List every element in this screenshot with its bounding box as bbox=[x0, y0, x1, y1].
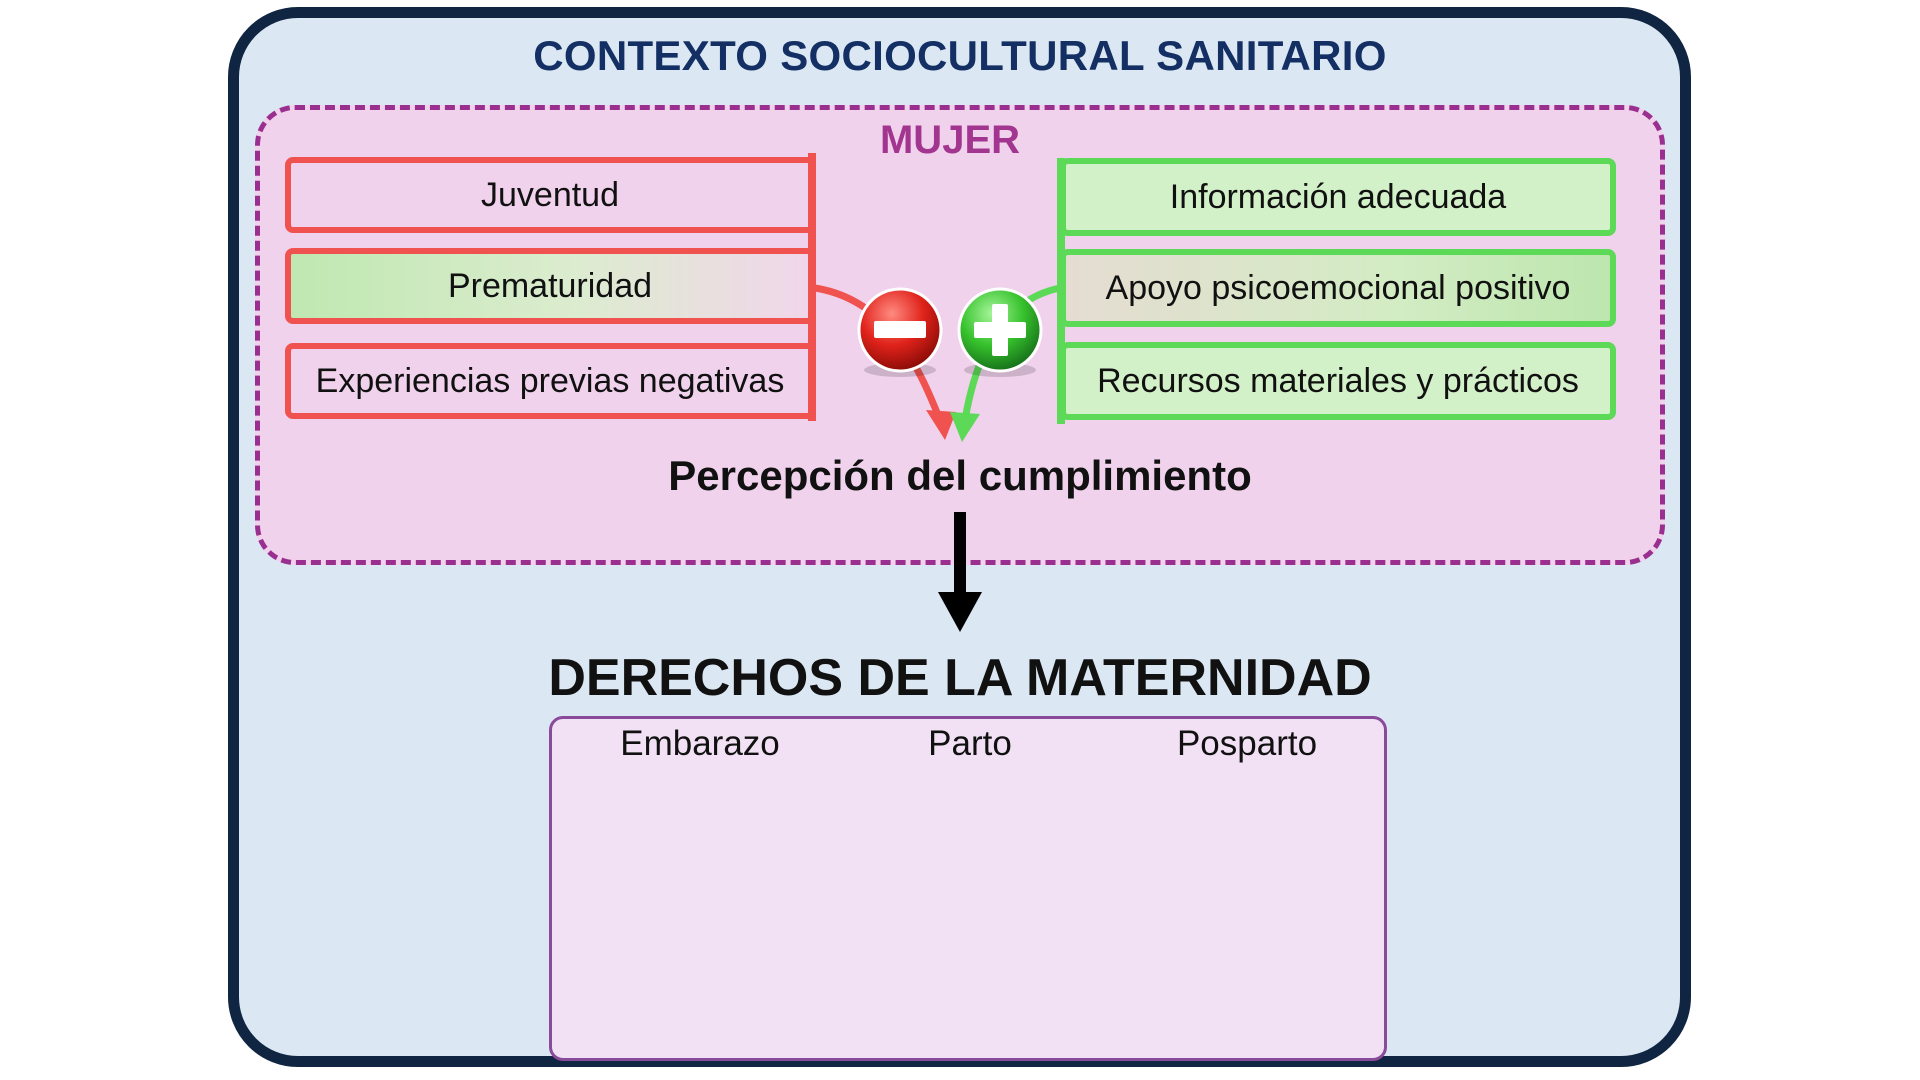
stage-parto: Parto bbox=[928, 724, 1012, 763]
rights-box bbox=[549, 716, 1387, 1061]
context-title: CONTEXTO SOCIOCULTURAL SANITARIO bbox=[533, 32, 1387, 79]
mujer-title: MUJER bbox=[879, 118, 1021, 162]
negative-factor-experiencias: Experiencias previas negativas bbox=[285, 343, 815, 419]
plus-icon bbox=[957, 287, 1043, 377]
down-arrow bbox=[938, 512, 982, 632]
negative-factor-prematuridad: Prematuridad bbox=[285, 248, 815, 324]
positive-factor-apoyo: Apoyo psicoemocional positivo bbox=[1060, 249, 1616, 327]
rights-title: DERECHOS DE LA MATERNIDAD bbox=[548, 649, 1372, 707]
perception-label: Percepción del cumplimiento bbox=[668, 452, 1252, 499]
minus-icon bbox=[857, 287, 943, 377]
negative-bracket bbox=[808, 153, 816, 421]
stage-embarazo: Embarazo bbox=[620, 724, 780, 763]
positive-factor-informacion: Información adecuada bbox=[1060, 158, 1616, 236]
positive-factor-recursos: Recursos materiales y prácticos bbox=[1060, 342, 1616, 420]
negative-factor-juventud: Juventud bbox=[285, 157, 815, 233]
stage-posparto: Posparto bbox=[1176, 724, 1318, 763]
positive-bracket bbox=[1057, 158, 1065, 424]
